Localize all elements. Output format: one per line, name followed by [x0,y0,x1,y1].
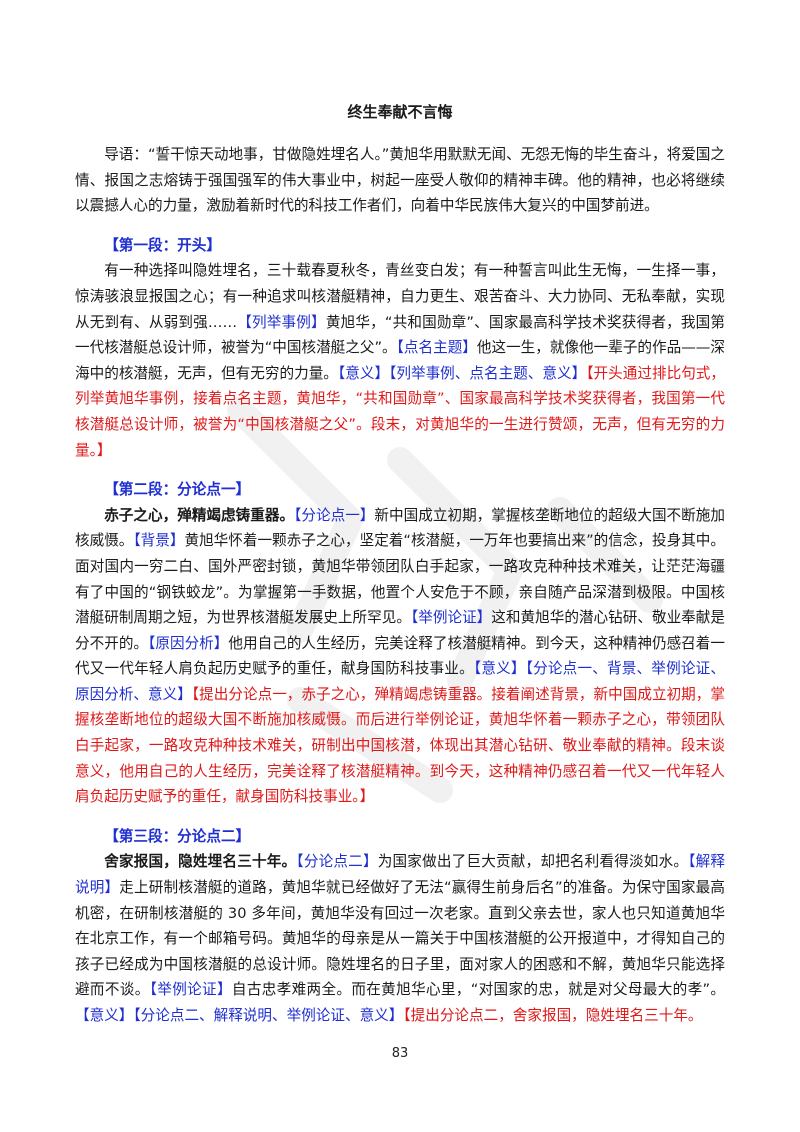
section2-text-3: 这和黄旭华的潜心钻研、敬业奉献是分不开的。 [75,609,725,652]
section1-tag-1: 【列举事例】 [237,313,326,331]
section1-note: 【开头通过排比句式，列举黄旭华事例，接着点名主题，黄旭华，“共和国勋章”、国家最… [75,364,726,459]
section2-tag-1: 【分论点一】 [294,506,375,524]
section1-tag-3: 【意义】【列举事例、点名主题、意义】 [337,364,587,382]
section2-heading: 【第二段：分论点一】 [104,481,251,499]
section3-lead: 舍家报国，隐姓埋名三十年。 [104,853,297,871]
section1-heading: 【第一段：开头】 [104,236,221,254]
section2-lead: 赤子之心，殚精竭虑铸重器。 [104,506,295,524]
section2-tag-5: 【意义】【分论点一、背景、举例论证、原因分析、意义】 [75,660,725,703]
document-page: 终生奉献不言悔 导语：“誓干惊天动地事，甘做隐姓埋名人。”黄旭华用默默无闻、无怨… [75,100,725,1029]
section3-tag-4: 【意义】【分论点二、解释说明、举例论证、意义】 [75,1007,404,1024]
section3-text-3: 自古忠孝难两全。而在黄旭华心里，“对国家的忠，就是对父母最大的孝”。 [231,981,725,999]
section2-tag-3: 【举例论证】 [410,609,492,627]
section2-tag-4: 【原因分析】 [148,634,229,652]
section1-tag-2: 【点名主题】 [396,339,477,357]
section3-tag-1: 【分论点二】 [296,853,378,871]
document-title: 终生奉献不言悔 [347,103,453,121]
section3-heading: 【第三段：分论点二】 [104,827,251,845]
section2-tag-2: 【背景】 [133,532,185,550]
section3-paragraph: 舍家报国，隐姓埋名三十年。【分论点二】为国家做出了巨大贡献，却把名利看得淡如水。… [75,849,725,1028]
intro-paragraph: 导语：“誓干惊天动地事，甘做隐姓埋名人。”黄旭华用默默无闻、无怨无悔的毕生奋斗，… [75,146,725,215]
section2-paragraph: 赤子之心，殚精竭虑铸重器。【分论点一】新中国成立初期，掌握核垄断地位的超级大国不… [75,503,725,810]
section1-text-3: 他这一生，就像他一辈子的作品——深海中的核潜艇，无声，但有无穷的力量。 [75,339,725,382]
section3-text-2: 走上研制核潜艇的道路，黄旭华就已经做好了无法“赢得生前身后名”的准备。为保守国家… [75,879,725,999]
section2-text-1: 新中国成立初期，掌握核垄断地位的超级大国不断施加核威慑。 [75,506,725,550]
section1-text-1: 有一种选择叫隐姓埋名，三十载春夏秋冬，青丝变白发；有一种誓言叫此生无悔，一生择一… [75,262,725,331]
section3-text-1: 为国家做出了巨大贡献，却把名利看得淡如水。 [377,853,689,871]
section1-paragraph: 有一种选择叫隐姓埋名，三十载春夏秋冬，青丝变白发；有一种誓言叫此生无悔，一生择一… [75,258,725,463]
section2-text-2: 黄旭华怀着一颗赤子之心，坚定着“核潜艇，一万年也要搞出来”的信念，投身其中。面对… [75,532,725,627]
section3-tag-2: 【解释说明】 [75,853,725,897]
section1-text-2: 黄旭华，“共和国勋章”、国家最高科学技术奖获得者，我国第一代核潜艇总设计师，被誉… [75,313,725,357]
section2-note: 【提出分论点一，赤子之心，殚精竭虑铸重器。接着阐述背景，新中国成立初期，掌握核垄… [75,685,725,806]
page-number: 83 [391,1046,409,1061]
section3-tag-3: 【举例论证】 [149,981,232,999]
section3-note: 【提出分论点二，舍家报国，隐姓埋名三十年。 [403,1007,703,1024]
section2-text-4: 他用自己的人生经历，完美诠释了核潜艇精神。到今天，这种精神仍感召着一代又一代年轻… [75,634,725,678]
